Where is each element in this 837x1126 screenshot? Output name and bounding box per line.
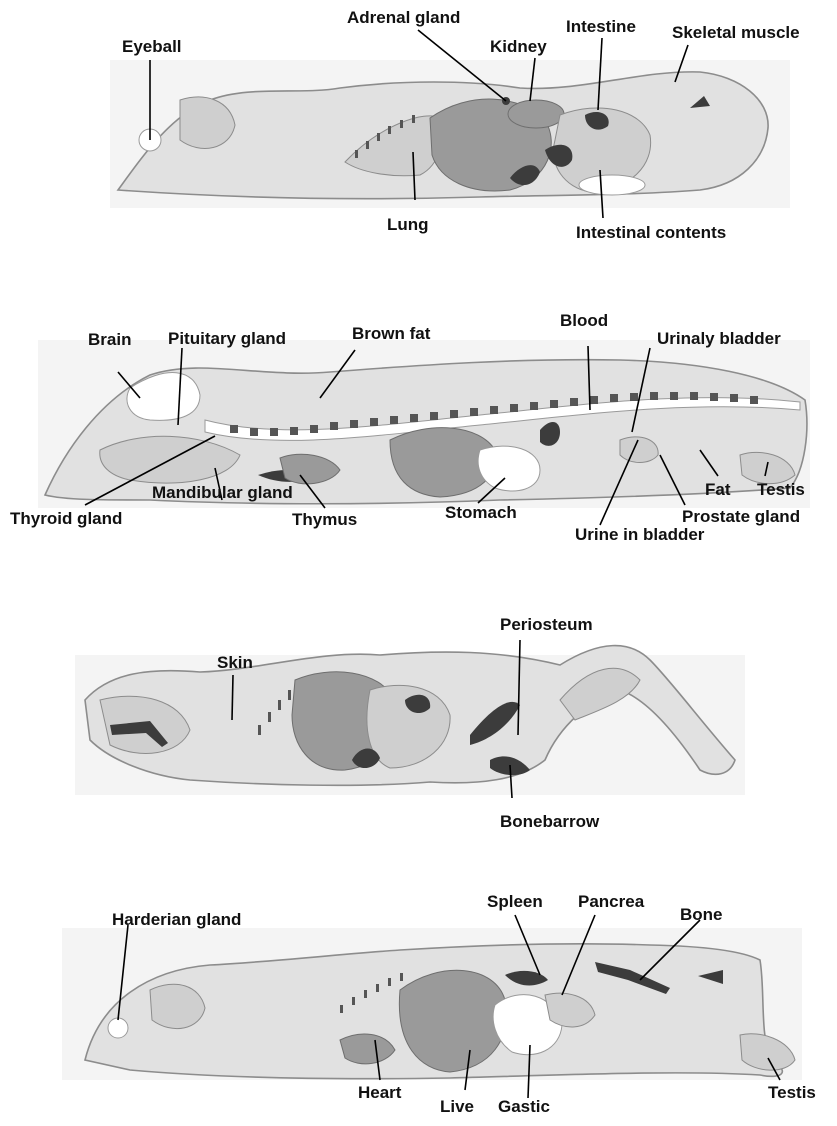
label-lung: Lung	[387, 215, 429, 234]
label-eyeball: Eyeball	[122, 37, 182, 56]
label-harderian-gland: Harderian gland	[112, 910, 241, 929]
kidney-1	[508, 100, 564, 128]
label-urine-in-bladder: Urine in bladder	[575, 525, 705, 544]
label-adrenal-gland: Adrenal gland	[347, 8, 460, 27]
label-skin: Skin	[217, 653, 253, 672]
label-thyroid-gland: Thyroid gland	[10, 509, 122, 528]
label-gastic: Gastic	[498, 1097, 550, 1116]
label-testis-4: Testis	[768, 1083, 816, 1102]
label-live: Live	[440, 1097, 474, 1116]
eyeball-4	[108, 1018, 128, 1038]
panel-4: Harderian gland Spleen Pancrea Bone Hear…	[62, 892, 816, 1116]
panel-3: Skin Periosteum Bonebarrow	[75, 615, 745, 831]
label-brain: Brain	[88, 330, 131, 349]
leader-skin	[232, 675, 233, 720]
label-stomach: Stomach	[445, 503, 517, 522]
label-mandibular-gland: Mandibular gland	[152, 483, 293, 502]
panel-1: Eyeball Adrenal gland Kidney Intestine S…	[110, 8, 800, 242]
label-spleen: Spleen	[487, 892, 543, 911]
label-skeletal-muscle: Skeletal muscle	[672, 23, 800, 42]
label-intestine: Intestine	[566, 17, 636, 36]
label-prostate-gland: Prostate gland	[682, 507, 800, 526]
intestinal-contents-1	[579, 175, 645, 195]
label-urinaly-bladder: Urinaly bladder	[657, 329, 781, 348]
panel-2: Brain Pituitary gland Brown fat Blood Ur…	[10, 311, 810, 544]
label-testis-2: Testis	[757, 480, 805, 499]
label-intestinal-contents: Intestinal contents	[576, 223, 726, 242]
label-bonebarrow: Bonebarrow	[500, 812, 600, 831]
label-kidney: Kidney	[490, 37, 547, 56]
label-heart: Heart	[358, 1083, 402, 1102]
label-thymus: Thymus	[292, 510, 357, 529]
label-pituitary-gland: Pituitary gland	[168, 329, 286, 348]
label-blood: Blood	[560, 311, 608, 330]
label-pancrea: Pancrea	[578, 892, 645, 911]
label-brown-fat: Brown fat	[352, 324, 431, 343]
label-fat: Fat	[705, 480, 731, 499]
label-bone: Bone	[680, 905, 723, 924]
label-periosteum: Periosteum	[500, 615, 593, 634]
